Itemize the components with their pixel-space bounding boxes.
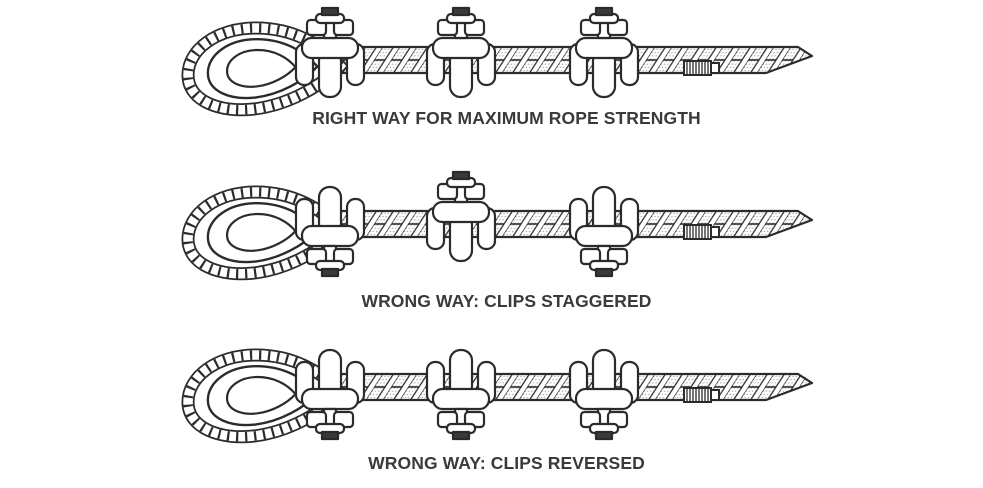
rope-clip-upright — [294, 6, 366, 99]
seizing-band — [683, 224, 720, 240]
wire-rope — [320, 372, 814, 402]
rope-clip-inverted — [568, 348, 640, 441]
rope-clip-upright — [425, 6, 497, 99]
rope-assembly-clips-staggered — [188, 170, 814, 278]
rope-clip-upright — [425, 170, 497, 263]
wire-rope — [320, 209, 814, 239]
seizing-band — [683, 60, 720, 76]
seizing-band — [683, 387, 720, 403]
rope-clip-upright — [568, 6, 640, 99]
wire-rope — [320, 45, 814, 75]
rope-clip-inverted — [425, 348, 497, 441]
rope-assembly-clips-reversed — [188, 348, 814, 441]
rope-assembly-right-way — [188, 6, 814, 110]
caption-right-way: RIGHT WAY FOR MAXIMUM ROPE STRENGTH — [312, 108, 701, 128]
caption-clips-staggered: WRONG WAY: CLIPS STAGGERED — [361, 291, 652, 311]
rope-clip-inverted — [568, 185, 640, 278]
caption-clips-reversed: WRONG WAY: CLIPS REVERSED — [368, 453, 645, 473]
